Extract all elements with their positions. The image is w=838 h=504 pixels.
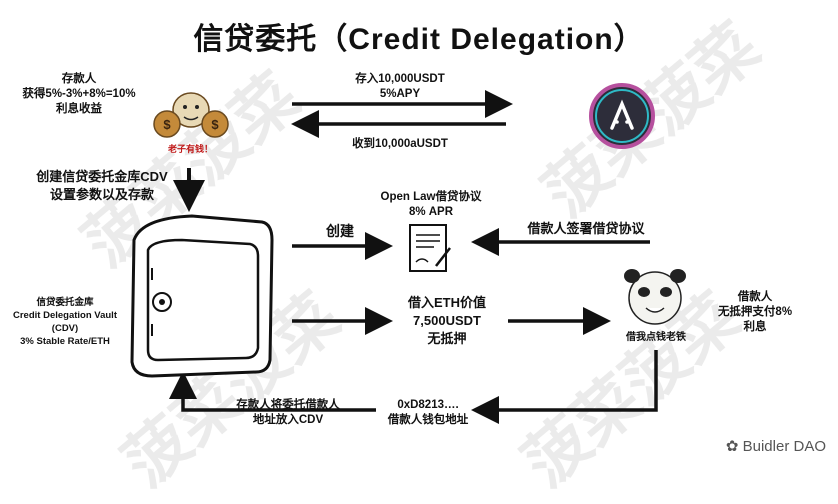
vault-label: 信贷委托金库 Credit Delegation Vault (CDV) 3% … xyxy=(13,297,117,347)
address-label: 0xD8213…. 借款人钱包地址 xyxy=(387,399,469,426)
svg-text:$: $ xyxy=(211,117,219,132)
aave-logo xyxy=(588,82,656,150)
borrower-label: 借款人 无抵押支付8% 利息 xyxy=(717,291,793,333)
vault xyxy=(112,210,278,378)
borrower-caption: 借我点钱老铁 xyxy=(626,332,686,343)
arrows-layer xyxy=(169,90,658,424)
deposit-label: 存入10,000USDT 5%APY xyxy=(355,73,445,100)
safe-icon xyxy=(130,214,274,378)
depositor-meme: $ $ 老子有钱！ xyxy=(150,80,232,158)
aave-logo-icon xyxy=(589,83,655,149)
put-address-label: 存款人将委托借款人 地址放入CDV xyxy=(236,399,340,426)
address-arrow xyxy=(471,350,658,424)
page-title: 信贷委托（Credit Delegation） xyxy=(193,23,645,56)
depositor-caption: 老子有钱！ xyxy=(168,145,214,155)
agreement-document xyxy=(406,222,454,274)
create-label: 创建 xyxy=(326,223,354,239)
depositor-label: 存款人 获得5%-3%+8%=10% 利息收益 xyxy=(22,73,136,115)
money-bag-face-icon: $ $ xyxy=(153,92,229,138)
contract-document-icon xyxy=(409,224,451,272)
borrower-meme: 借我点钱老铁 xyxy=(614,266,696,344)
put-address-arrow xyxy=(169,371,376,412)
svg-text:$: $ xyxy=(163,117,171,132)
wechat-icon: ✿ xyxy=(725,438,743,455)
panda-face-icon xyxy=(624,269,686,325)
borrower-sign-label: 借款人签署借贷协议 xyxy=(527,221,645,236)
agreement-label: Open Law借贷协议 8% APR xyxy=(380,191,482,218)
borrow-label: 借入ETH价值 7,500USDT 无抵押 xyxy=(407,295,486,346)
receive-label: 收到10,000aUSDT xyxy=(352,138,448,150)
create-cdv-label: 创建信贷委托金库CDV 设置参数以及存款 xyxy=(36,169,168,202)
brand-name: Buidler DAO xyxy=(742,438,826,455)
brand-label: ✿ Buidler DAO xyxy=(726,437,826,455)
